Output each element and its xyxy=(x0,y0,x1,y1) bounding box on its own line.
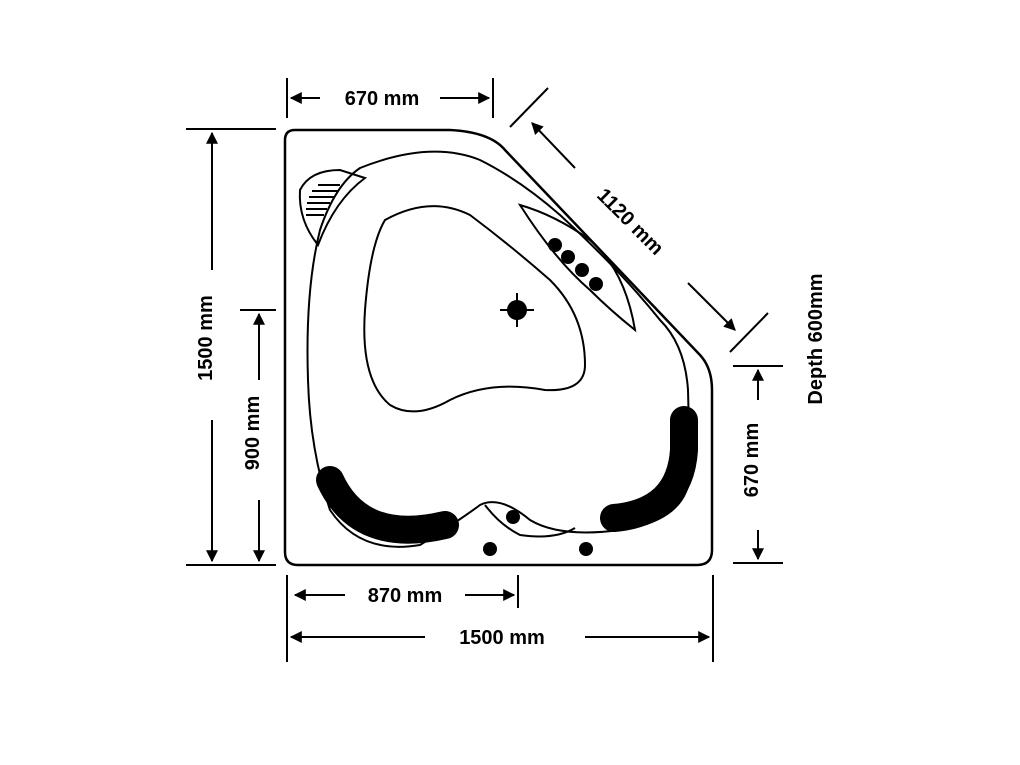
front-panel xyxy=(484,504,576,538)
bath-outline xyxy=(283,128,714,567)
jet-icons xyxy=(548,238,603,291)
label-right-height: 670 mm xyxy=(741,423,763,498)
label-left-height: 1500 mm xyxy=(195,295,217,381)
label-top-width: 670 mm xyxy=(345,88,420,110)
label-left-inner-height: 900 mm xyxy=(242,396,264,471)
jet-panel xyxy=(517,203,637,333)
label-diagonal: 1120 mm xyxy=(592,184,667,259)
label-depth: Depth 600mm xyxy=(805,273,827,404)
drain-icon xyxy=(500,293,534,327)
left-armrest xyxy=(316,466,459,544)
bath-basin xyxy=(363,205,587,413)
dimension-bottom-width: 1500 mm xyxy=(286,575,714,662)
control-button-icons xyxy=(483,510,593,556)
headrest xyxy=(298,168,368,247)
dimension-bottom-inner-width: 870 mm xyxy=(293,575,519,608)
headrest-grille-icon xyxy=(306,184,340,216)
dimension-left-height: 1500 mm xyxy=(186,128,276,566)
dimension-top-width: 670 mm xyxy=(286,78,494,118)
label-bottom-inner-width: 870 mm xyxy=(368,585,443,607)
right-armrest xyxy=(600,406,698,532)
dimension-left-inner-height: 900 mm xyxy=(240,309,276,563)
bath-inner-rim xyxy=(306,150,692,548)
dimension-diagonal: 1120 mm xyxy=(509,87,769,353)
label-bottom-width: 1500 mm xyxy=(459,627,545,649)
dimension-right-height: 670 mm xyxy=(733,365,783,564)
